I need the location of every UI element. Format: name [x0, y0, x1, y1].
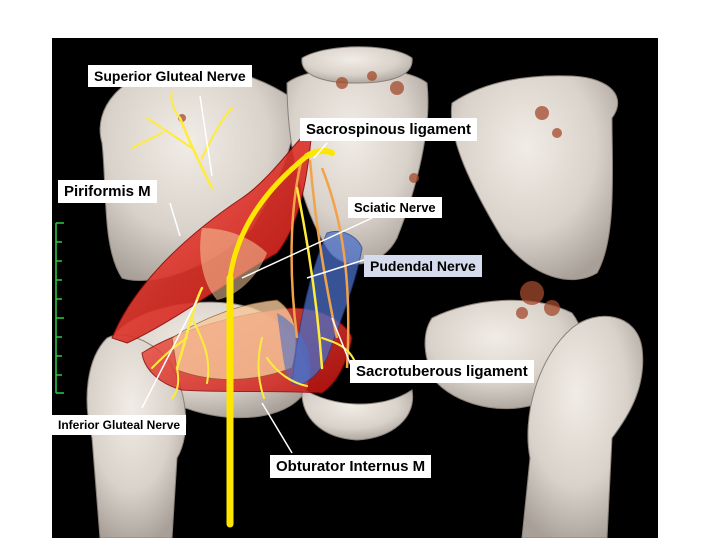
pudendal-region — [277, 231, 363, 385]
label-inferior-gluteal-nerve: Inferior Gluteal Nerve — [52, 415, 187, 435]
label-sciatic-nerve: Sciatic Nerve — [348, 197, 442, 218]
muscles — [111, 127, 353, 394]
bone-texture — [178, 71, 562, 319]
label-superior-gluteal-nerve: Superior Gluteal Nerve — [88, 65, 252, 87]
label-sacrospinous-ligament: Sacrospinous ligament — [300, 118, 478, 141]
label-obturator-internus-m: Obturator Internus M — [270, 455, 432, 478]
pelvis-ct-rendering: Superior Gluteal Nerve Sacrospinous liga… — [52, 38, 658, 538]
ligaments — [290, 157, 350, 369]
nerves — [131, 92, 358, 528]
label-sacrotuberous-ligament: Sacrotuberous ligament — [350, 360, 534, 383]
ruler-marks — [55, 222, 64, 394]
pointer-lines — [141, 95, 373, 454]
label-piriformis-m: Piriformis M — [58, 180, 157, 203]
label-pudendal-nerve: Pudendal Nerve — [364, 255, 482, 277]
